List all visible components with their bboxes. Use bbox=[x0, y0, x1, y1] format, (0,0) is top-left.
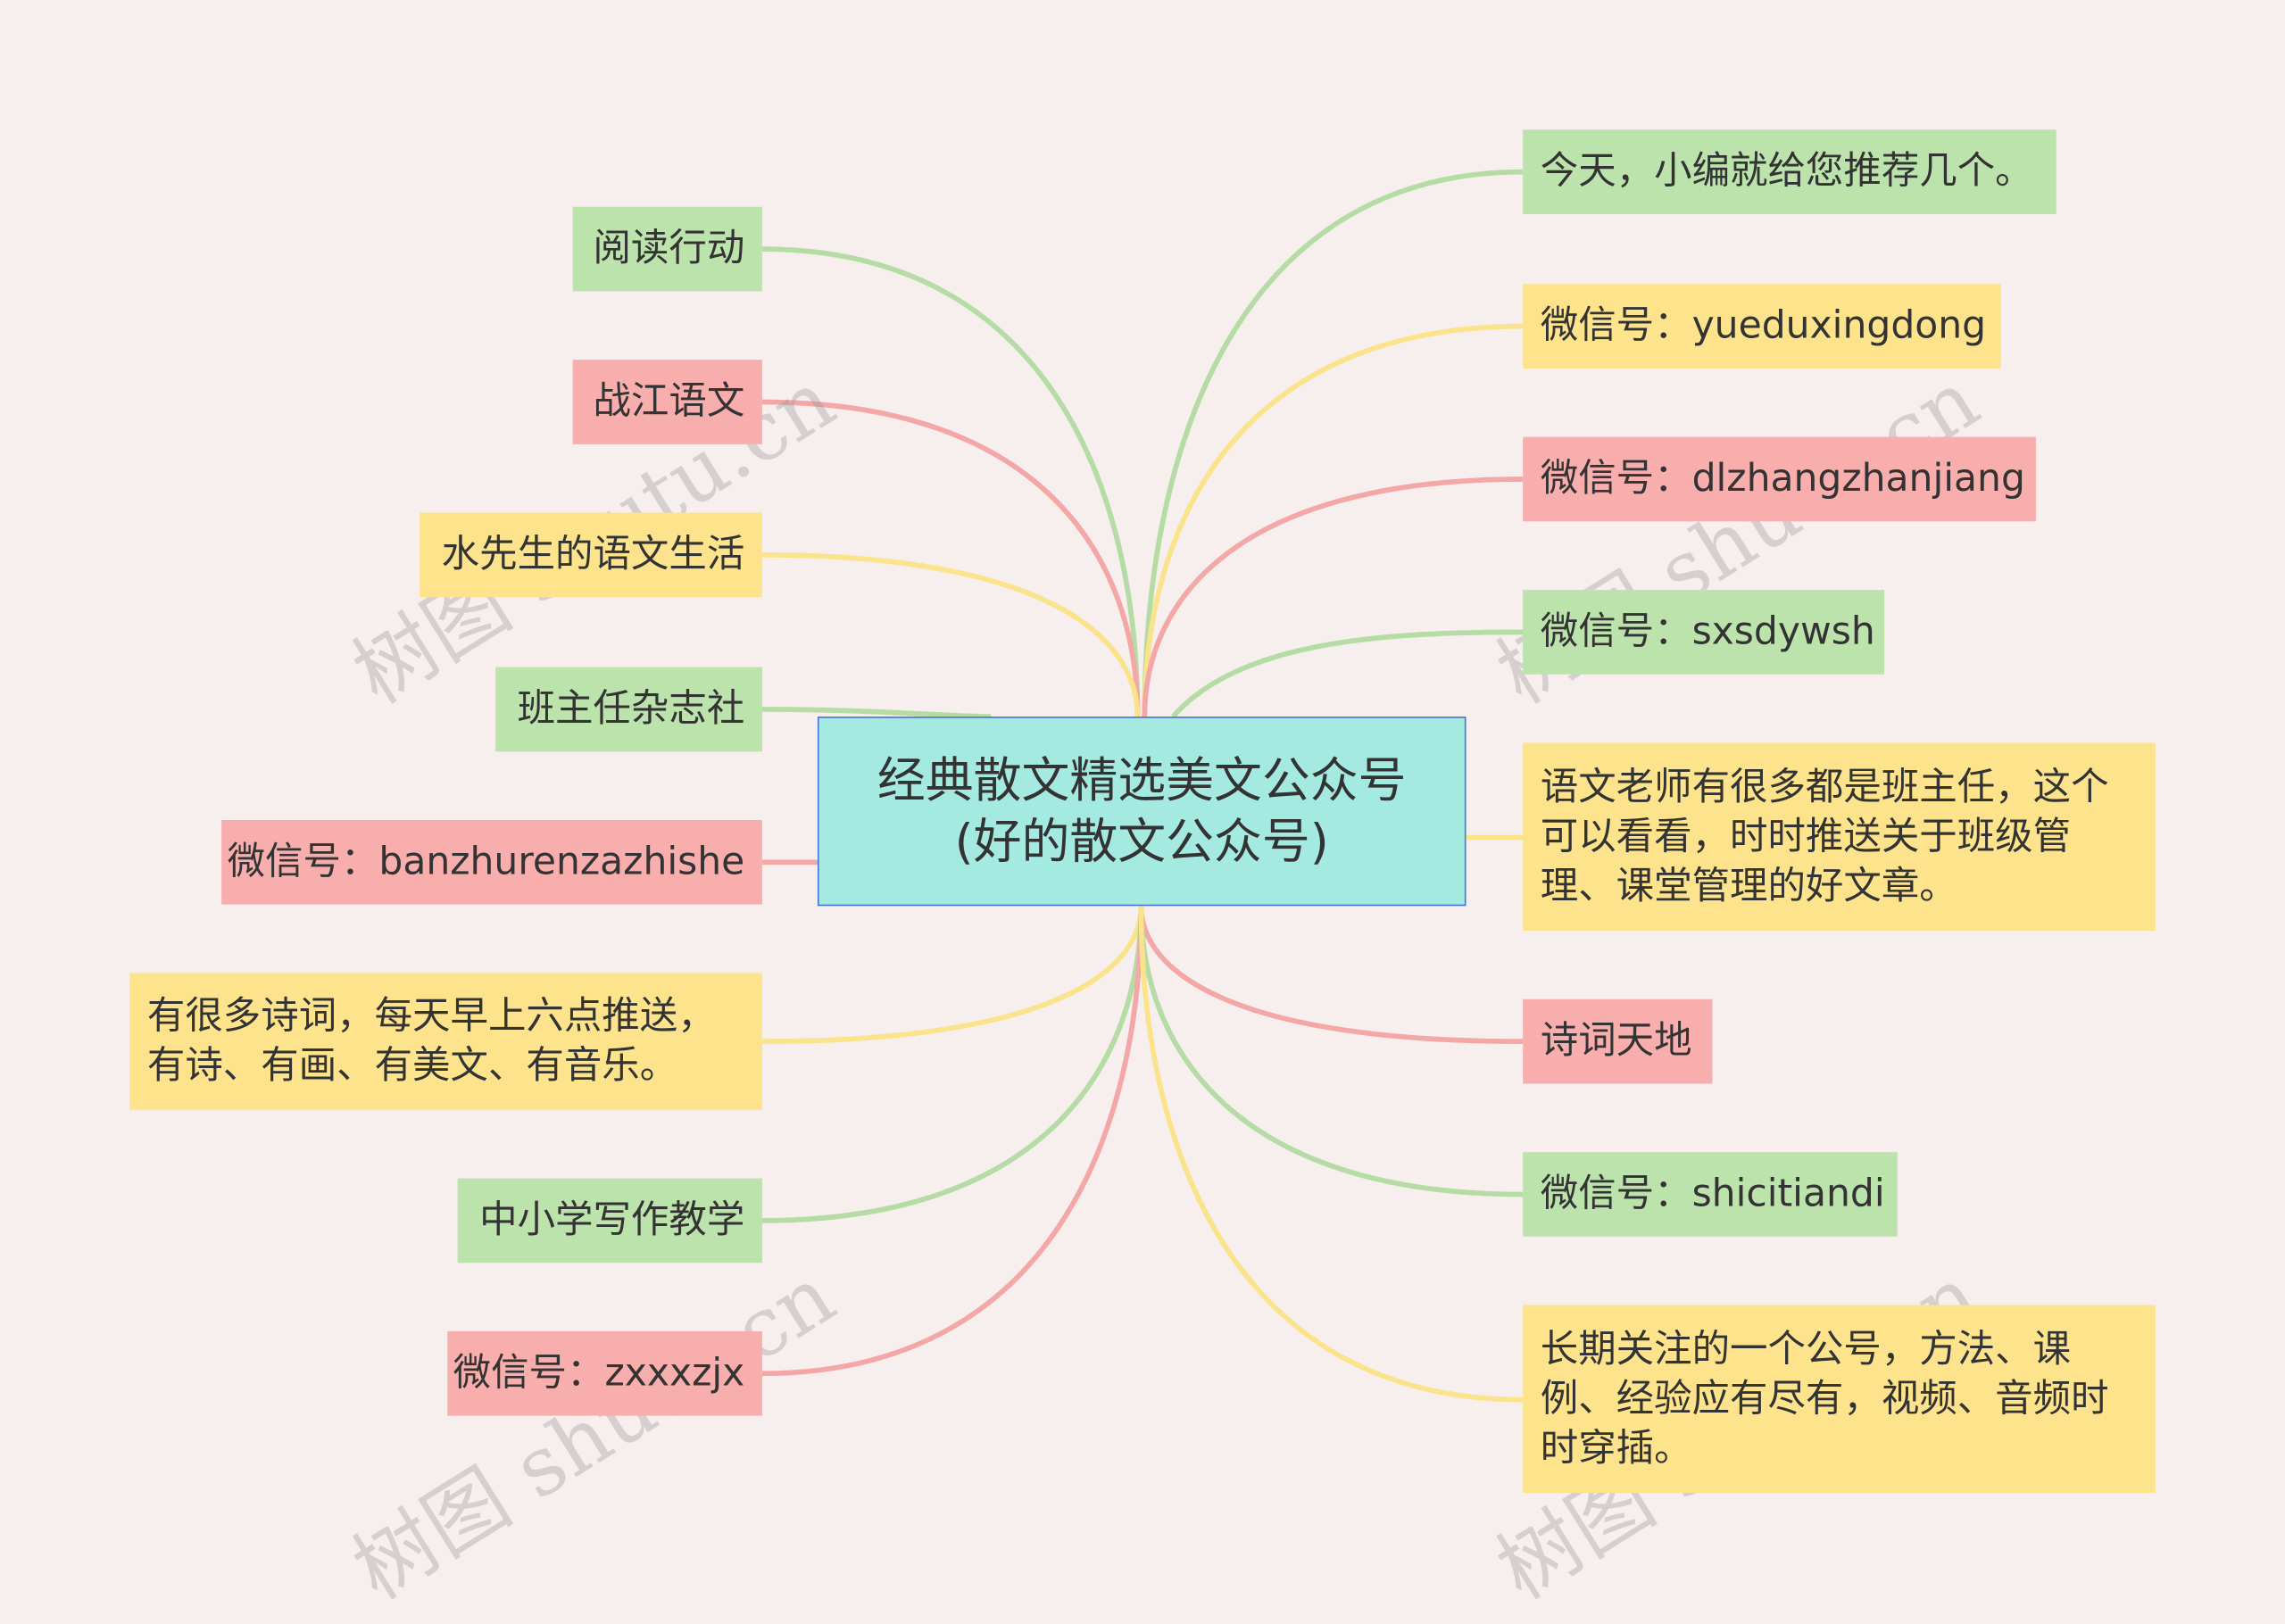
topic-node-shuixiansheng[interactable]: 水先生的语文生活 bbox=[420, 512, 762, 598]
connector-left-6 bbox=[761, 906, 1144, 1223]
topic-node-intro[interactable]: 今天，小编就给您推荐几个。 bbox=[1523, 129, 2056, 214]
topic-node-wechat-dlzhangzhanjiang[interactable]: 微信号：dlzhangzhanjiang bbox=[1523, 436, 2036, 522]
connector-left-2 bbox=[761, 552, 1141, 717]
connector-left-7 bbox=[761, 906, 1144, 1377]
connector-right-7 bbox=[1138, 906, 1524, 1403]
connector-left-0 bbox=[761, 246, 1141, 717]
topic-node-writing-desc[interactable]: 长期关注的一个公号，方法、课例、经验应有尽有，视频、音频时时穿插。 bbox=[1523, 1305, 2156, 1494]
connector-right-0 bbox=[1142, 169, 1524, 717]
topic-node-shici-tiandi[interactable]: 诗词天地 bbox=[1523, 998, 1713, 1084]
topic-node-wechat-zxxxzjx[interactable]: 微信号：zxxxzjx bbox=[447, 1330, 762, 1416]
connector-left-3 bbox=[761, 707, 992, 719]
topic-node-wechat-banzhurenzazhishe[interactable]: 微信号：banzhurenzazhishe bbox=[221, 819, 762, 905]
topic-node-zhanjiang-yuwen[interactable]: 战江语文 bbox=[572, 360, 762, 444]
connector-right-2 bbox=[1142, 476, 1524, 717]
connector-left-5 bbox=[761, 906, 1144, 1044]
topic-node-banzhuren-zazhishe[interactable]: 班主任杂志社 bbox=[495, 667, 762, 752]
connector-right-1 bbox=[1142, 323, 1524, 717]
connector-right-3 bbox=[1171, 629, 1524, 718]
topic-node-poetry-desc[interactable]: 有很多诗词，每天早上六点推送，有诗、有画、有美文、有音乐。 bbox=[129, 973, 762, 1110]
topic-node-banzhuren-desc[interactable]: 语文老师有很多都是班主任，这个可以看看，时时推送关于班级管理、课堂管理的好文章。 bbox=[1523, 742, 2156, 932]
topic-node-wechat-yueduxingdong[interactable]: 微信号：yueduxingdong bbox=[1523, 284, 2001, 369]
topic-node-wechat-sxsdywsh[interactable]: 微信号：sxsdywsh bbox=[1523, 590, 1885, 675]
connector-left-1 bbox=[761, 399, 1141, 717]
connector-right-5 bbox=[1138, 906, 1524, 1044]
connector-right-6 bbox=[1138, 906, 1524, 1197]
topic-node-wechat-shicitiandi[interactable]: 微信号：shicitiandi bbox=[1523, 1152, 1898, 1237]
topic-node-writing-teaching[interactable]: 中小学写作教学 bbox=[457, 1178, 762, 1264]
central-topic[interactable]: 经典散文精选美文公众号(好的散文公众号) bbox=[817, 717, 1467, 907]
topic-node-yuedu-xingdong[interactable]: 阅读行动 bbox=[572, 206, 762, 292]
